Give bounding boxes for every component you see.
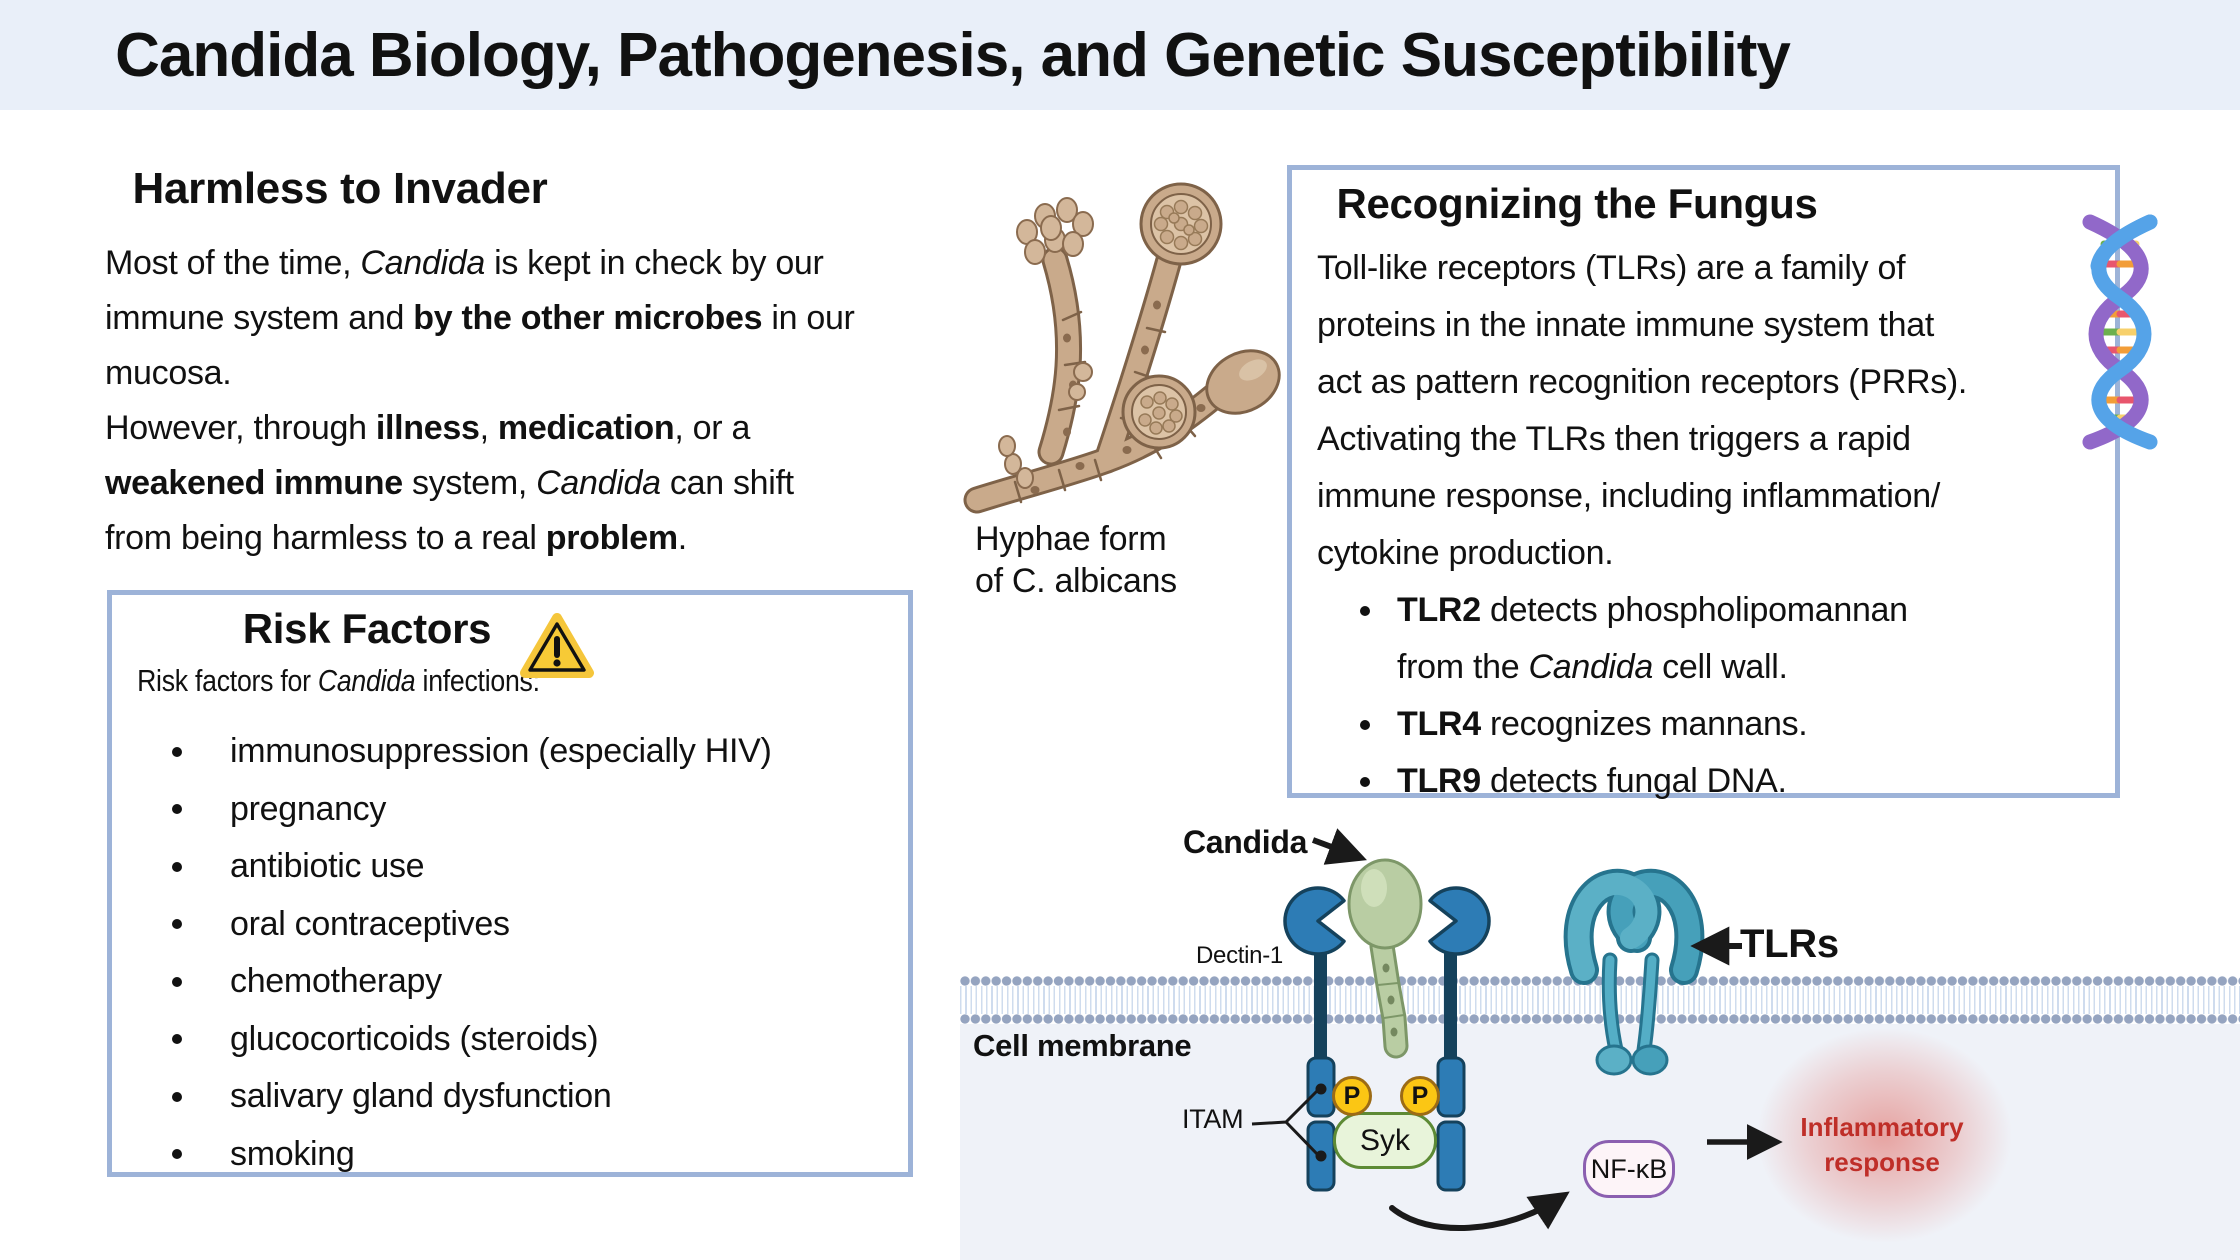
paragraph-line: mucosa.: [105, 354, 232, 392]
phosphate-badge: P: [1400, 1076, 1440, 1116]
bullet-dot: [172, 804, 182, 815]
tlr-receptor-icon: [1563, 868, 1705, 1076]
tlr-bullet-continuation: from the Candida cell wall.: [1397, 648, 1788, 686]
bullet-dot: [172, 746, 182, 757]
risk-factors-title: Risk Factors: [242, 605, 492, 652]
body-line: cytokine production.: [1317, 534, 1614, 572]
list-item: immunosuppression (especially HIV): [172, 723, 772, 781]
paragraph-line: Most of the time, Candida is kept in che…: [105, 244, 824, 282]
candida-pointer-arrow: [1311, 828, 1367, 865]
phosphate-badge: P: [1332, 1076, 1372, 1116]
risk-item-label: oral contraceptives: [230, 904, 510, 943]
recognizing-fungus-box: Recognizing the Fungus Toll-like recepto…: [1287, 165, 2120, 800]
page-title: Candida Biology, Pathogenesis, and Genet…: [115, 21, 1791, 90]
syk-to-nfkb-arrow: [1389, 1191, 1570, 1231]
inflammatory-glow: [1757, 1028, 2012, 1243]
risk-item-label: glucocorticoids (steroids): [230, 1019, 599, 1058]
dectin1-label: Dectin-1: [1196, 942, 1283, 969]
list-item: glucocorticoids (steroids): [172, 1011, 772, 1069]
bullet-dot: [172, 1034, 182, 1045]
paragraph-line: weakened immune system, Candida can shif…: [105, 464, 794, 502]
body-line: Activating the TLRs then triggers a rapi…: [1317, 420, 1911, 458]
cell-membrane-label: Cell membrane: [973, 1028, 1192, 1063]
list-item: chemotherapy: [172, 953, 772, 1011]
tlr-bullet: TLR2 detects phospholipomannan: [1317, 582, 1967, 639]
bullet-dot: [172, 1091, 182, 1102]
risk-factors-subtitle: Risk factors for Candida infections:: [137, 663, 540, 698]
candida-hyphae-illustration-icon: [963, 182, 1281, 514]
risk-item-label: salivary gland dysfunction: [230, 1077, 612, 1116]
inflammatory-line: response: [1824, 1147, 1940, 1177]
list-item: antibiotic use: [172, 838, 772, 896]
title-bar: Candida Biology, Pathogenesis, and Genet…: [0, 0, 2240, 110]
hyphae-caption-line: Hyphae form: [975, 520, 1167, 558]
signaling-pathway-graphic: [1251, 828, 1783, 1231]
paragraph-line: immune system and by the other microbes …: [105, 299, 855, 337]
tlrs-label: TLRs: [1740, 922, 1839, 966]
risk-item-label: immunosuppression (especially HIV): [230, 732, 772, 771]
body-line: Toll-like receptors (TLRs) are a family …: [1317, 249, 1906, 287]
list-item: salivary gland dysfunction: [172, 1068, 772, 1126]
dna-double-helix-icon: [2082, 214, 2158, 450]
tlr-bullet: TLR4 recognizes mannans.: [1317, 696, 1967, 753]
risk-list: immunosuppression (especially HIV) pregn…: [172, 723, 772, 1183]
candida-label: Candida: [1183, 824, 1308, 860]
itam-connector-lines: [1251, 1083, 1327, 1162]
harmless-paragraph: Most of the time, Candida is kept in che…: [105, 236, 855, 566]
list-item: smoking: [172, 1126, 772, 1184]
risk-factors-box: Risk Factors Risk factors for Candida in…: [107, 590, 913, 1177]
bullet-dot: [1360, 605, 1370, 616]
cell-membrane-bilayer: [960, 976, 2240, 1024]
itam-label: ITAM: [1182, 1104, 1244, 1134]
list-item: pregnancy: [172, 781, 772, 839]
recognizing-title: Recognizing the Fungus: [1336, 180, 1818, 227]
inflammatory-response-label: Inflammatory response: [1782, 1110, 1982, 1180]
inflammatory-line: Inflammatory: [1800, 1112, 1964, 1142]
hyphae-caption: Hyphae form of C. albicans: [975, 518, 1177, 602]
hyphae-caption-line: of C. albicans: [975, 562, 1177, 600]
tlr-bullet: TLR9 detects fungal DNA.: [1317, 753, 1967, 810]
bullet-dot: [1360, 776, 1370, 787]
recognizing-body: Toll-like receptors (TLRs) are a family …: [1317, 240, 1967, 810]
body-line: immune response, including inflammation/: [1317, 477, 1940, 515]
nfkb-badge: NF-κB: [1583, 1140, 1675, 1198]
candida-yeast-cell-icon: [1347, 858, 1423, 1059]
paragraph-line: However, through illness, medication, or…: [105, 409, 751, 447]
risk-item-label: smoking: [230, 1134, 355, 1173]
risk-item-label: pregnancy: [230, 789, 387, 828]
dectin1-receptor-icon: [1283, 886, 1491, 1192]
warning-triangle-icon: [520, 613, 594, 678]
paragraph-line: from being harmless to a real problem.: [105, 519, 687, 557]
bullet-dot: [172, 919, 182, 930]
harmless-heading: Harmless to Invader: [132, 164, 548, 213]
body-line: act as pattern recognition receptors (PR…: [1317, 363, 1968, 401]
syk-kinase-badge: Syk: [1333, 1112, 1437, 1169]
risk-item-label: antibiotic use: [230, 847, 425, 886]
body-line: proteins in the innate immune system tha…: [1317, 306, 1935, 344]
bullet-dot: [172, 1149, 182, 1160]
bullet-dot: [1360, 719, 1370, 730]
bullet-dot: [172, 976, 182, 987]
risk-item-label: chemotherapy: [230, 962, 442, 1001]
list-item: oral contraceptives: [172, 896, 772, 954]
bullet-dot: [172, 861, 182, 872]
